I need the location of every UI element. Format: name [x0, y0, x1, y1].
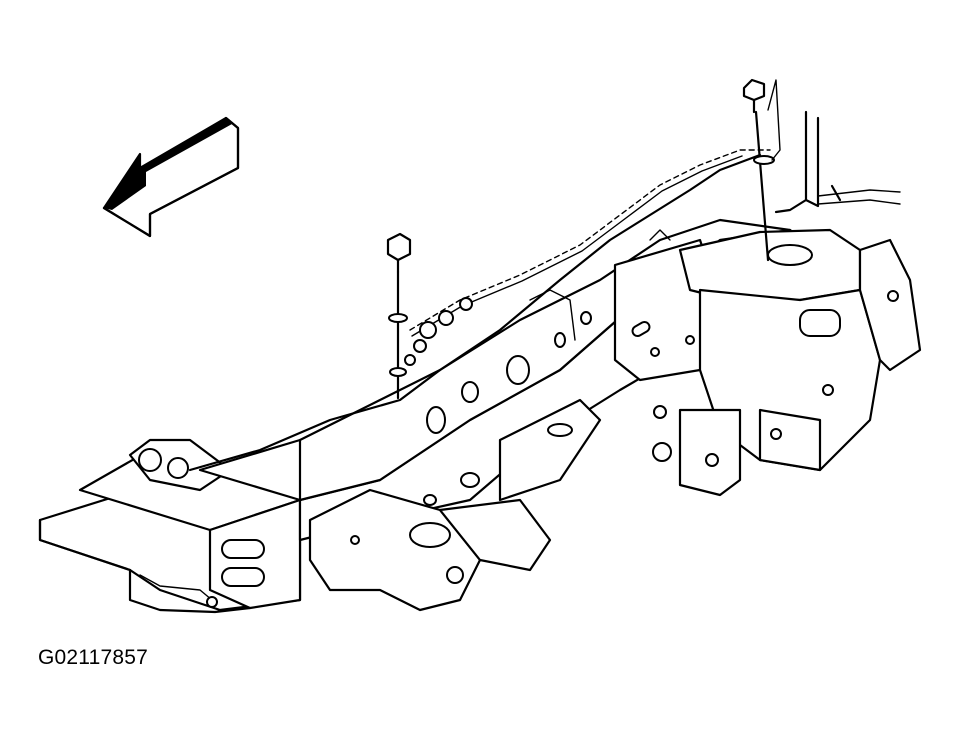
lower-control-arm-mount — [308, 488, 552, 612]
rear-retainer-bolt-icon — [742, 78, 781, 262]
harness-clip-front — [404, 297, 473, 366]
front-retainer-bolt-icon — [386, 232, 412, 400]
front-crossmember — [38, 438, 302, 614]
frame-gusset-plate — [498, 398, 602, 502]
upper-right-bracket — [774, 110, 901, 214]
rear-suspension-mount — [613, 228, 922, 497]
direction-arrow-icon — [102, 116, 240, 238]
figure-id-label: G02117857 — [38, 646, 149, 669]
